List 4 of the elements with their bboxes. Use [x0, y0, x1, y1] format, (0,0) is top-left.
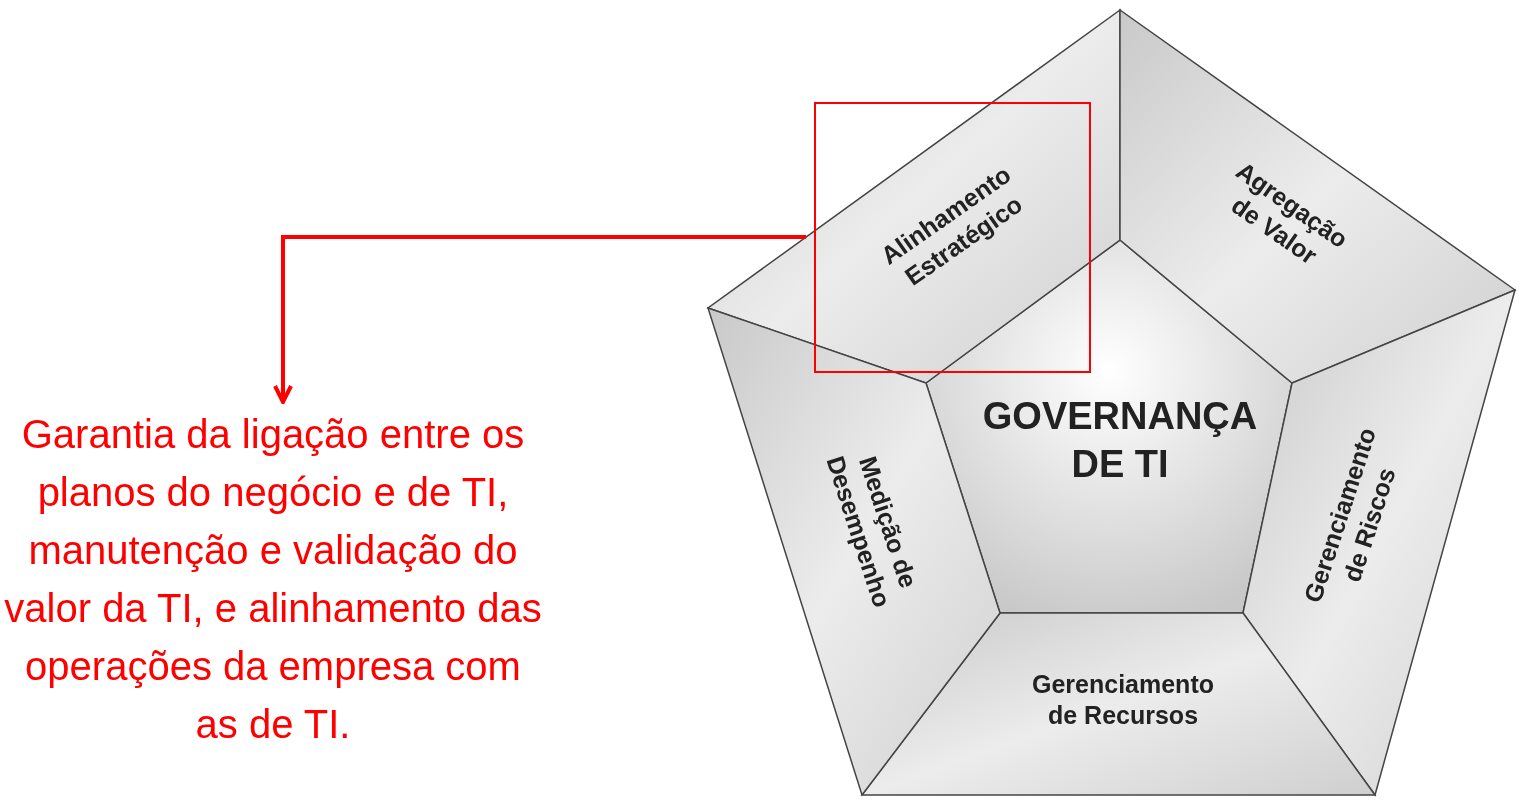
arrow [273, 235, 807, 404]
segment-label: Gerenciamento de Recursos [1031, 668, 1215, 731]
center-title: GOVERNANÇA DE TI [981, 393, 1259, 486]
description-text: Garantia da ligação entre os planos do negócio e de TI, manutenção e validação do valor da TI, e alinhamento das operações da empresa com as de TI. [3, 405, 543, 753]
